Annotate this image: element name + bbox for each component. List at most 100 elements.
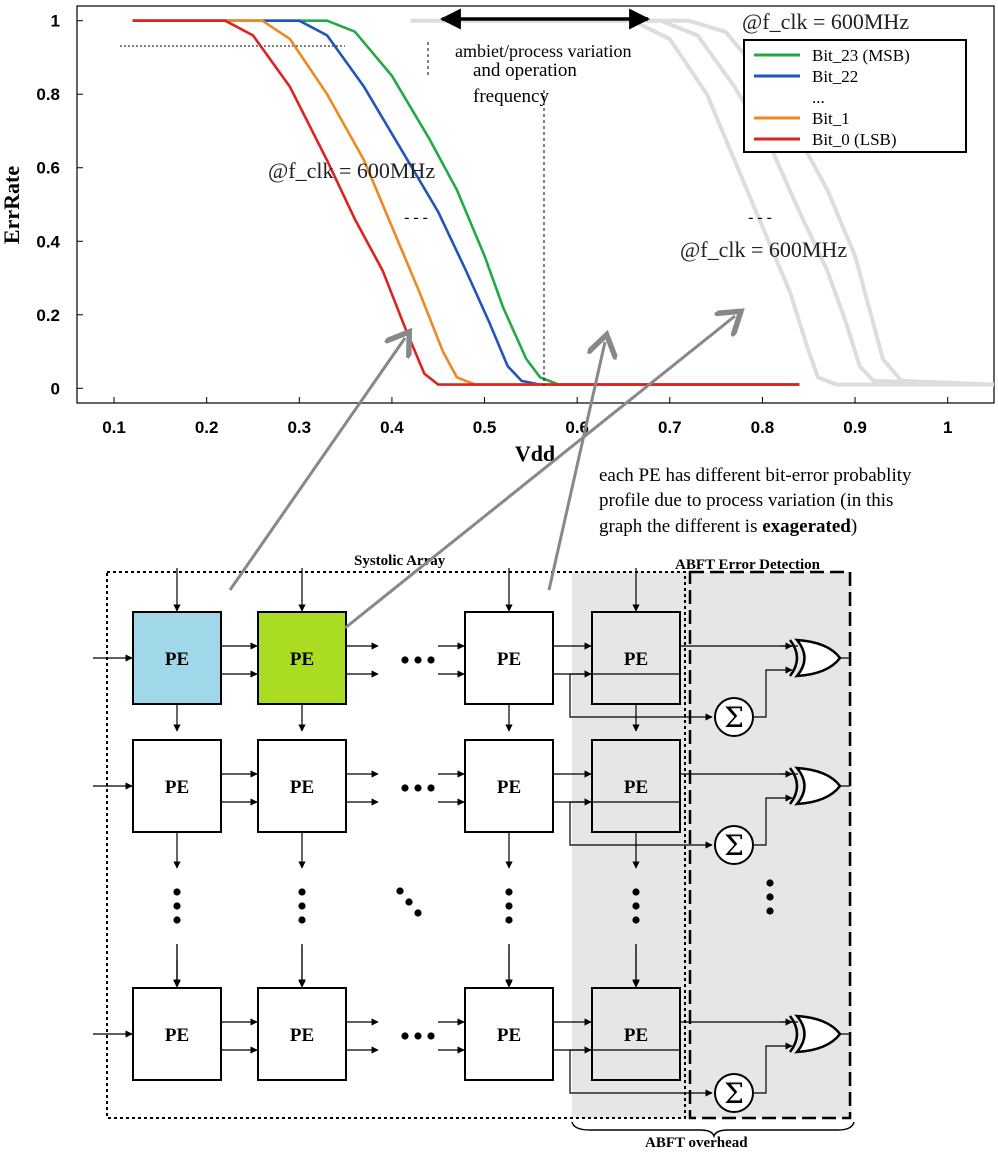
pe-label: PE <box>497 1025 521 1046</box>
pe-label: PE <box>290 777 314 798</box>
pe-note-line-1: each PE has different bit-error probabli… <box>599 465 912 486</box>
systolic-array-diagram: Systolic Array ABFT Error Detection ABFT… <box>93 553 855 1151</box>
wire <box>569 674 713 721</box>
pe-label: PE <box>624 777 648 798</box>
ellipsis-dot <box>427 656 435 664</box>
x-tick-label: 0.9 <box>843 418 867 437</box>
abft-detection-boundary <box>688 570 852 1120</box>
ellipsis-dot <box>766 893 774 901</box>
ellipsis-dot <box>505 888 513 896</box>
ellipsis-dot <box>427 784 435 792</box>
sum-block: Σ <box>714 697 754 737</box>
pointer-arrow <box>344 316 735 630</box>
pe-block <box>257 987 347 1081</box>
legend-label: Bit_0 (LSB) <box>812 130 897 149</box>
ellipsis-dot <box>505 916 513 924</box>
pe-label: PE <box>290 1025 314 1046</box>
x-tick-label: 0.2 <box>195 418 219 437</box>
sum-symbol: Σ <box>724 701 744 734</box>
legend-label: Bit_22 <box>812 67 858 86</box>
xor-gate <box>788 766 850 806</box>
y-tick-label: 0.2 <box>36 306 60 325</box>
pe-note: each PE has different bit-error probabli… <box>599 465 912 537</box>
ellipsis-dot <box>405 898 413 906</box>
series-line-bit-22 <box>132 19 800 386</box>
y-axis-ticks: 00.20.40.60.81 <box>36 12 83 398</box>
ellipsis-dot <box>414 909 422 917</box>
pointer-arrow <box>228 338 405 591</box>
y-tick-label: 0.8 <box>36 85 60 104</box>
pe-block <box>591 987 681 1081</box>
x-tick-label: 0.7 <box>658 418 682 437</box>
pe-to-curve-arrows <box>228 316 735 630</box>
ellipsis-dot <box>298 902 306 910</box>
ellipsis-dot <box>414 784 422 792</box>
shifted-curve-gray <box>438 18 995 387</box>
clk-annotation-top-right: @f_clk = 600MHz <box>742 9 909 34</box>
y-tick-label: 1 <box>51 12 60 31</box>
variation-text-1: ambiet/process variation <box>455 41 631 61</box>
ellipsis-dot <box>173 888 181 896</box>
pe-label: PE <box>497 777 521 798</box>
ellipsis-dot <box>414 656 422 664</box>
x-tick-label: 0.5 <box>473 418 497 437</box>
abft-logic: Σ Σ Σ <box>569 638 850 1113</box>
pe-label: PE <box>165 777 189 798</box>
xor-gate <box>788 1014 850 1054</box>
legend-label: Bit_23 (MSB) <box>812 46 910 65</box>
ellipsis-mark: - - - <box>404 209 428 226</box>
ellipsis-dot <box>632 902 640 910</box>
systolic-array-label: Systolic Array <box>354 553 446 569</box>
pe-label: PE <box>290 649 314 670</box>
ellipsis-dot <box>298 916 306 924</box>
ellipsis-dot <box>632 888 640 896</box>
pe-block <box>257 611 347 705</box>
pe-note-line-2: profile due to process variation (in thi… <box>599 490 893 511</box>
wire <box>753 1042 793 1094</box>
pe-label: PE <box>624 1025 648 1046</box>
ellipsis-dot <box>505 902 513 910</box>
wire <box>569 1050 713 1097</box>
pe-label: PE <box>497 649 521 670</box>
series-line-bit-1 <box>132 19 800 386</box>
series-line-bit-23-msb- <box>132 19 800 386</box>
ellipsis-dot <box>401 1032 409 1040</box>
ellipsis-mark: - - - <box>748 209 772 226</box>
abft-overhead-label: ABFT overhead <box>645 1135 748 1151</box>
ellipsis-dot <box>766 907 774 915</box>
clk-annotation-right: @f_clk = 600MHz <box>680 237 847 262</box>
series-line-bit-0-lsb- <box>132 19 800 386</box>
sum-symbol: Σ <box>724 1077 744 1110</box>
sum-symbol: Σ <box>724 829 744 862</box>
systolic-array-boundary <box>106 571 686 1119</box>
y-axis-label: ErrRate <box>0 166 24 244</box>
legend-label: Bit_1 <box>812 109 850 128</box>
abft-detection-label: ABFT Error Detection <box>675 557 821 573</box>
sum-block: Σ <box>714 825 754 865</box>
variation-text-2: and operation <box>473 60 577 81</box>
abft-overhead-brace <box>571 1121 855 1139</box>
ellipsis-dot <box>427 1032 435 1040</box>
x-tick-label: 0.3 <box>287 418 311 437</box>
pe-label: PE <box>165 649 189 670</box>
y-tick-label: 0.4 <box>36 232 60 251</box>
x-tick-label: 0.8 <box>751 418 775 437</box>
ellipsis-dot <box>414 1032 422 1040</box>
variation-annotation: ambiet/process variation and operation f… <box>427 8 651 385</box>
x-axis-label: Vdd <box>515 441 555 466</box>
shifted-curve-gray <box>466 18 995 387</box>
wire <box>753 794 793 846</box>
pe-block <box>464 611 554 705</box>
pe-label: PE <box>624 649 648 670</box>
wire <box>753 666 793 718</box>
pe-block <box>132 987 222 1081</box>
series-layer <box>132 18 995 387</box>
x-tick-label: 1 <box>943 418 952 437</box>
plot-frame <box>76 5 995 404</box>
pe-block <box>591 611 681 705</box>
sum-block: Σ <box>714 1073 754 1113</box>
